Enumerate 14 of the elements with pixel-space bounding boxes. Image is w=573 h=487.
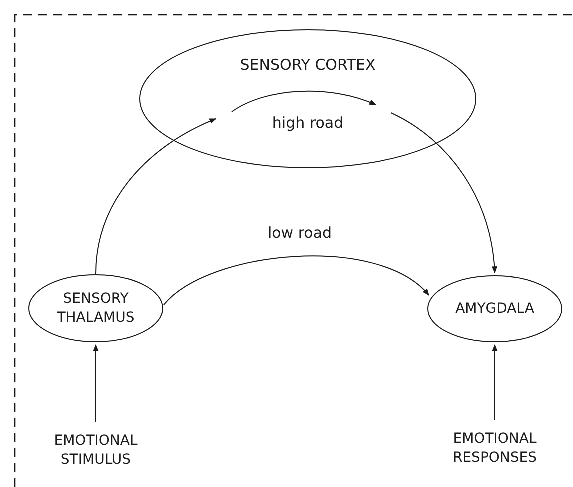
node-label: high road xyxy=(272,113,344,134)
arrow xyxy=(390,112,498,274)
node-label: EMOTIONAL RESPONSES xyxy=(452,430,538,468)
arrow xyxy=(164,256,430,306)
ellipse-node xyxy=(139,29,477,169)
arrow xyxy=(93,344,99,422)
arrow xyxy=(492,344,498,420)
node-label: EMOTIONAL STIMULUS xyxy=(53,432,139,470)
node-label: AMYGDALA xyxy=(454,300,536,318)
ellipse-node xyxy=(28,274,164,343)
node-label: SENSORY THALAMUS xyxy=(56,290,136,328)
node-label: SENSORY CORTEX xyxy=(239,55,377,76)
arrow xyxy=(96,118,217,274)
ellipse-node xyxy=(427,275,563,343)
